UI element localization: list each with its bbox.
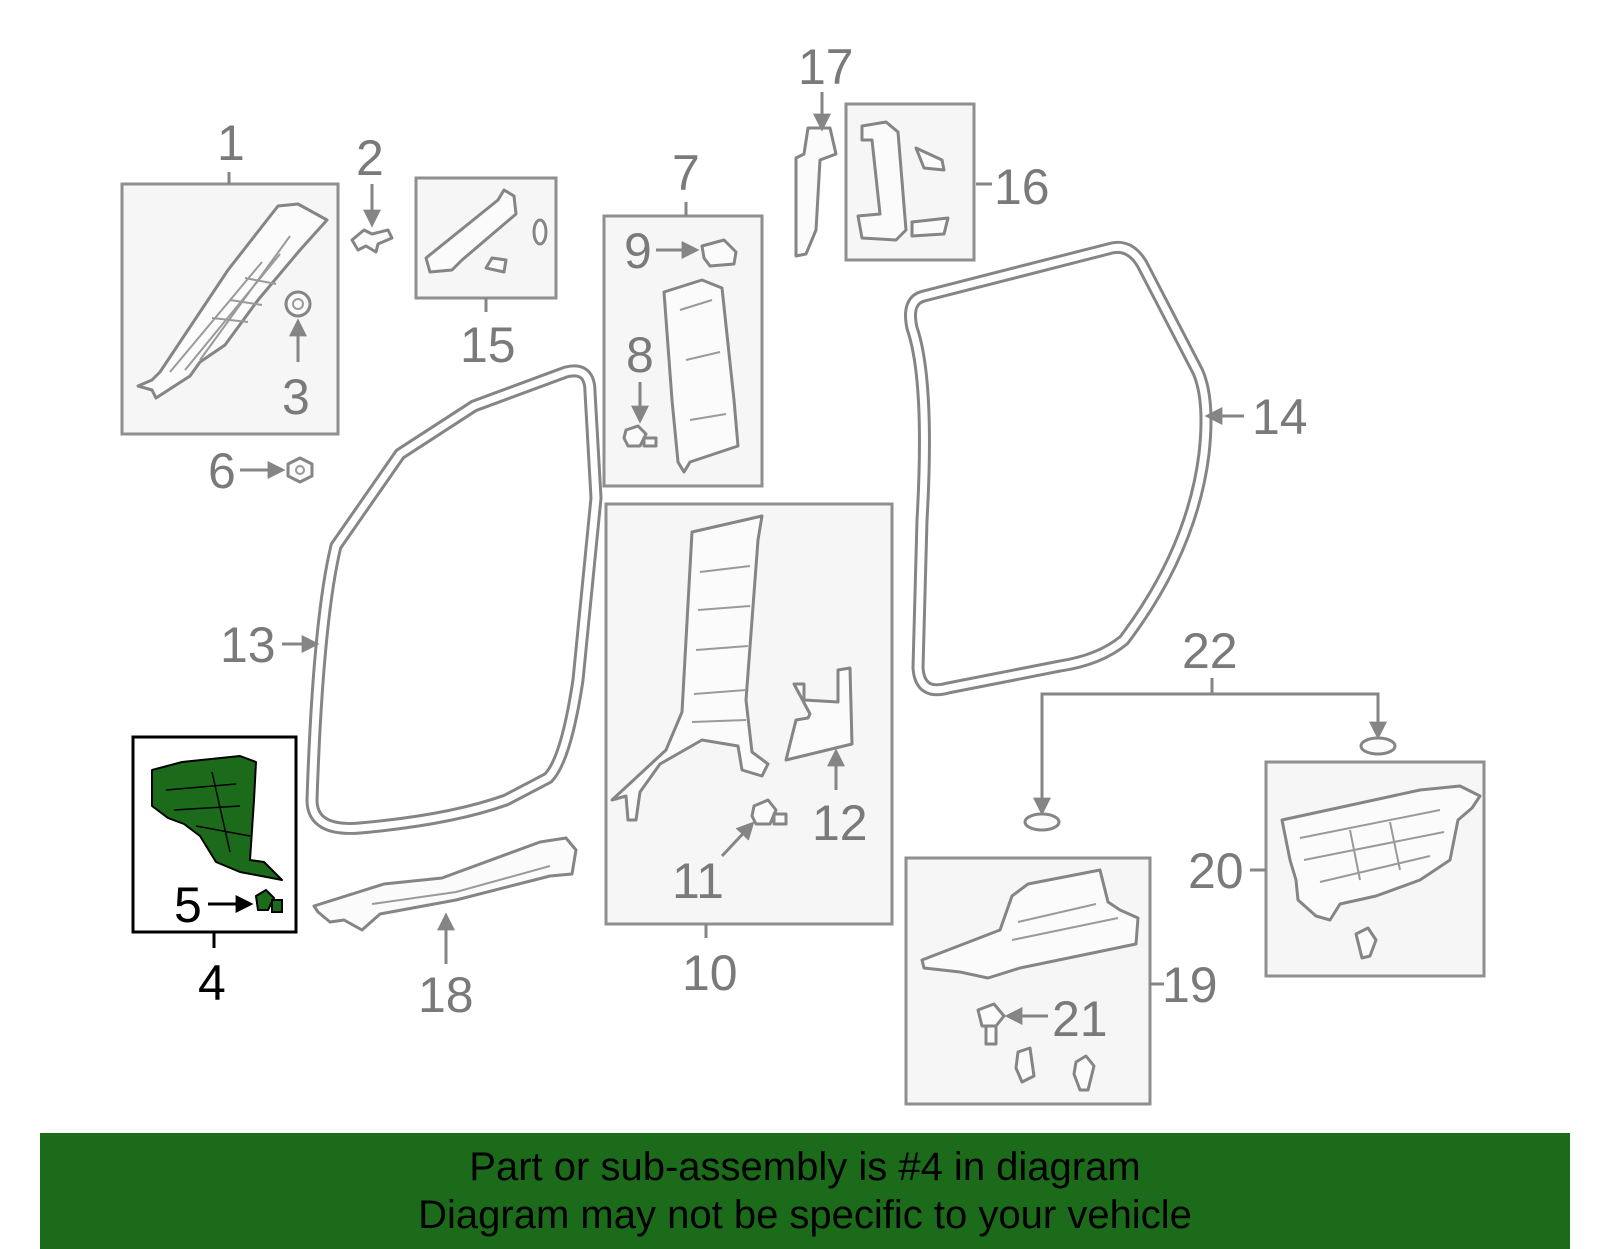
bracket-17: [794, 126, 838, 258]
part-group-15[interactable]: [414, 176, 558, 300]
scuff-plate-18: [312, 836, 578, 932]
callout-16: 16: [994, 159, 1050, 215]
callout-9: 9: [624, 223, 652, 279]
callout-17: 17: [798, 39, 854, 95]
callout-8: 8: [626, 327, 654, 383]
clip-3-icon: [284, 290, 312, 318]
cowl-side-trim-4: [151, 755, 283, 881]
clip-11-icon: [750, 798, 788, 826]
part-group-19[interactable]: [904, 856, 1152, 1106]
retainer-clip-2-icon: [350, 228, 394, 254]
callout-19: 19: [1162, 957, 1218, 1013]
rear-scuff-plate-19: [920, 868, 1140, 980]
callout-13: 13: [220, 617, 276, 673]
callout-20: 20: [1188, 843, 1244, 899]
quarter-trim-20: [1280, 784, 1482, 922]
callout-22: 22: [1182, 623, 1238, 679]
banner-line-1: Part or sub-assembly is #4 in diagram: [469, 1145, 1141, 1189]
callout-4: 4: [198, 955, 226, 1011]
callout-12: 12: [812, 795, 868, 851]
rear-door-weatherstrip-14: [904, 240, 1213, 697]
center-pillar-lower-10: [610, 514, 770, 822]
trim-12: [784, 666, 854, 762]
assist-grip-15: [424, 188, 518, 274]
part-group-10[interactable]: [604, 502, 894, 926]
callout-1: 1: [217, 115, 245, 171]
clip-20-icon: [1354, 926, 1378, 960]
callout-15: 15: [460, 317, 516, 373]
callout-6: 6: [208, 443, 236, 499]
callout-11: 11: [672, 853, 724, 909]
part-group-16[interactable]: [794, 102, 976, 262]
banner-line-2: Diagram may not be specific to your vehi…: [418, 1193, 1192, 1237]
part-group-1[interactable]: [120, 182, 340, 436]
bracket-16-upper: [856, 120, 908, 242]
bolt-8-icon: [622, 424, 658, 448]
bolt-21-icon: [976, 1002, 1006, 1046]
callout-21: 21: [1052, 991, 1108, 1047]
part-group-20[interactable]: [1264, 760, 1486, 978]
clip-5-icon: [254, 888, 283, 913]
callout-2: 2: [356, 130, 384, 186]
front-door-weatherstrip-13: [305, 364, 603, 835]
part-group-7[interactable]: [602, 214, 764, 488]
callout-5: 5: [174, 877, 202, 933]
part-group-4-highlighted[interactable]: [131, 735, 298, 934]
pillar-garnish-7: [662, 278, 740, 474]
callout-18: 18: [418, 967, 474, 1023]
callout-14: 14: [1252, 389, 1308, 445]
callout-7: 7: [672, 145, 700, 201]
info-banner: Part or sub-assembly is #4 in diagram Di…: [40, 1133, 1570, 1249]
nut-6-icon: [286, 456, 314, 484]
callout-10: 10: [682, 945, 738, 1001]
callout-3: 3: [282, 369, 310, 425]
plug-22-left-icon: [1023, 812, 1061, 832]
clip-9-icon: [700, 238, 738, 268]
plug-22-right-icon: [1359, 736, 1397, 756]
